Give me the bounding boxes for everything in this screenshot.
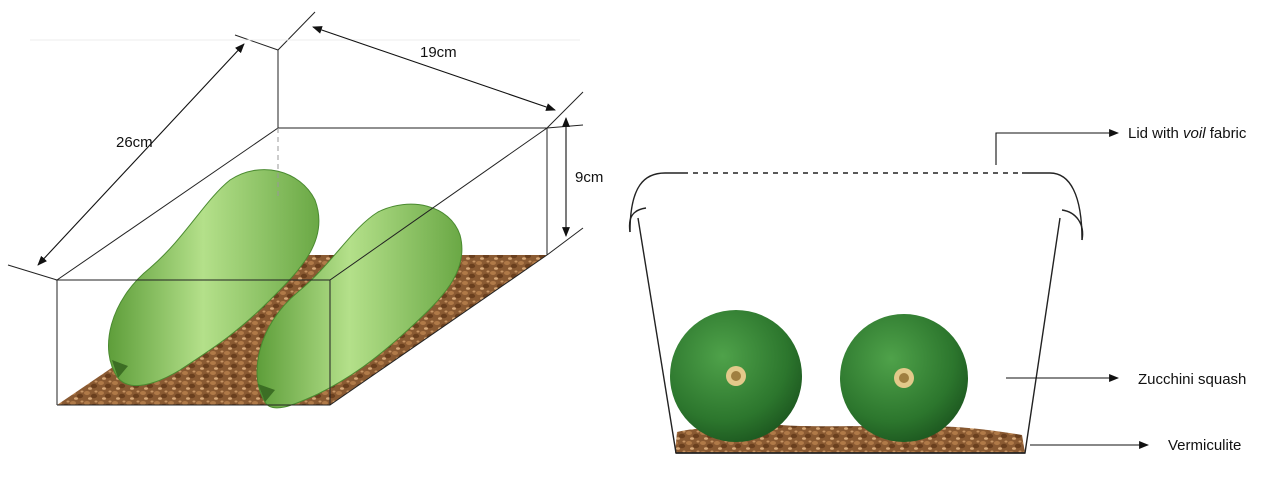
round-zucchini-left <box>670 310 802 442</box>
round-zucchini-right <box>840 314 968 442</box>
length-label: 26cm <box>116 134 153 151</box>
height-label: 9cm <box>575 169 603 186</box>
width-label: 19cm <box>420 44 457 61</box>
lid <box>630 173 1082 240</box>
zucchini-label: Zucchini squash <box>1138 371 1246 388</box>
left-box-diagram: 26cm 19cm 9cm <box>8 12 603 408</box>
lid-leader <box>996 133 1118 165</box>
lid-label: Lid with voil fabric <box>1128 125 1247 142</box>
right-container-diagram: Lid with voil fabric Zucchini squash Ver… <box>630 125 1247 454</box>
width-arrow <box>313 27 555 110</box>
vermiculite-label: Vermiculite <box>1168 437 1241 454</box>
